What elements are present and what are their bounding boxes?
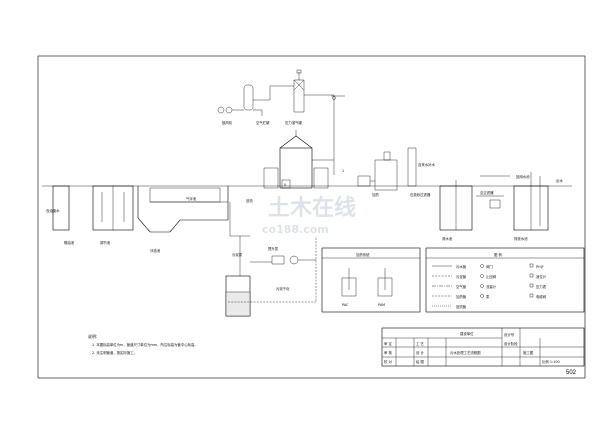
svg-text:设 计: 设 计 — [416, 350, 424, 355]
svg-text:加药系统: 加药系统 — [356, 252, 370, 257]
svg-text:止回阀: 止回阀 — [486, 274, 497, 279]
svg-text:隔油池: 隔油池 — [64, 240, 75, 245]
svg-text:PH计: PH计 — [536, 264, 545, 269]
svg-text:1. 本图标高单位为m，管道尺寸单位为mm，所注标高为管中心: 1. 本图标高单位为m，管道尺寸单位为mm，所注标高为管中心标高。 — [92, 342, 198, 347]
svg-text:加药管: 加药管 — [456, 294, 467, 299]
svg-text:PAM: PAM — [378, 303, 385, 307]
svg-text:清水池: 清水池 — [442, 236, 453, 241]
svg-text:气浮池: 气浮池 — [186, 196, 197, 201]
svg-text:工 艺: 工 艺 — [416, 341, 424, 346]
svg-text:回流管: 回流管 — [456, 304, 467, 309]
svg-text:含油废水: 含油废水 — [46, 208, 60, 213]
svg-text:出水: 出水 — [556, 178, 563, 183]
svg-text:设计阶段: 设计阶段 — [504, 341, 518, 346]
svg-text:说明:: 说明: — [88, 333, 97, 339]
dosing-unit: 加药 1 — [342, 151, 398, 197]
svg-text:泵: 泵 — [486, 294, 490, 299]
left-tanks: 含油废水 隔油池 调节池 — [46, 185, 134, 245]
svg-text:设计号: 设计号 — [504, 332, 515, 337]
svg-text:污水管: 污水管 — [456, 264, 467, 269]
watermark-en: co188.com — [262, 223, 329, 236]
svg-text:回流: 回流 — [246, 198, 253, 203]
svg-text:2. 未注明管道，按实际施工。: 2. 未注明管道，按实际施工。 — [92, 350, 137, 355]
blower-icon — [217, 106, 225, 114]
svg-text:压力表: 压力表 — [536, 284, 547, 289]
svg-text:石英砂过滤器: 石英砂过滤器 — [410, 192, 431, 197]
svg-text:浮渣池: 浮渣池 — [150, 248, 161, 253]
top-equipment: 鼓风机 空气贮罐 压力溶气罐 — [217, 69, 345, 130]
svg-text:审 核: 审 核 — [384, 350, 392, 355]
svg-text:建设单位: 建设单位 — [460, 331, 474, 336]
svg-text:1: 1 — [342, 169, 344, 173]
drawing-border — [37, 55, 586, 379]
svg-text:流量计: 流量计 — [486, 284, 497, 289]
svg-text:施工图: 施工图 — [523, 350, 534, 355]
svg-text:污泥泵: 污泥泵 — [232, 252, 243, 257]
svg-text:阀门: 阀门 — [486, 264, 493, 269]
svg-text:自来水补水: 自来水补水 — [418, 162, 436, 167]
svg-text:调节池: 调节池 — [100, 240, 111, 245]
flotation-basin: 气浮池 浮渣池 回流 — [137, 186, 253, 253]
sheet-number: 502 — [566, 370, 577, 376]
svg-text:绘 图: 绘 图 — [416, 359, 424, 364]
watermark-cn: 土木在线 — [268, 195, 356, 221]
svg-text:电磁阀: 电磁阀 — [536, 294, 547, 299]
svg-text:图 例: 图 例 — [494, 252, 502, 257]
svg-text:PAC: PAC — [342, 303, 349, 307]
svg-text:污泥干化: 污泥干化 — [276, 286, 290, 291]
svg-text:II: II — [284, 183, 286, 187]
legend: 图 例 污水管 污泥管 空气管 加药管 回流管 阀门 止回阀 流量计 泵 PH计… — [425, 247, 585, 313]
svg-text:污水处理工艺流程图: 污水处理工艺流程图 — [450, 350, 481, 355]
svg-text:回用水池: 回用水池 — [516, 174, 530, 179]
reactor-tank: II — [263, 130, 335, 189]
svg-text:鼓风机: 鼓风机 — [222, 120, 233, 125]
svg-text:污泥管: 污泥管 — [456, 274, 467, 279]
svg-text:至过滤器: 至过滤器 — [480, 190, 494, 195]
air-tank-icon — [243, 84, 254, 111]
svg-text:空气管: 空气管 — [456, 284, 467, 289]
svg-text:压力溶气罐: 压力溶气罐 — [285, 120, 303, 125]
watermark: 土木在线 co188.com — [262, 195, 356, 236]
dosing-detail-box: 加药系统 PAC PAM — [321, 247, 421, 313]
svg-text:液位计: 液位计 — [536, 274, 547, 279]
svg-text:排放水池: 排放水池 — [514, 236, 528, 241]
title-block: 建设单位 审 定 工 艺 审 核 设 计 校 对 绘 图 污水处理工艺流程图 设… — [381, 327, 585, 367]
notes: 说明: 1. 本图标高单位为m，管道尺寸单位为mm，所注标高为管中心标高。 2.… — [88, 333, 198, 355]
svg-text:审 定: 审 定 — [384, 341, 392, 346]
svg-text:加药: 加药 — [372, 192, 379, 197]
right-tanks: 排放水池 回用水池 出水 — [480, 172, 563, 241]
svg-text:比例 1:100: 比例 1:100 — [542, 359, 560, 364]
svg-text:空气贮罐: 空气贮罐 — [256, 120, 270, 125]
pump-icon — [271, 255, 285, 265]
sludge-system: 污泥泵 提升泵 污泥干化 — [225, 202, 317, 317]
filter-and-clean: 清水池 石英砂过滤器 自来水补水 至过滤器 — [407, 147, 504, 241]
svg-text:提升泵: 提升泵 — [268, 246, 279, 251]
svg-text:校 对: 校 对 — [384, 359, 392, 364]
